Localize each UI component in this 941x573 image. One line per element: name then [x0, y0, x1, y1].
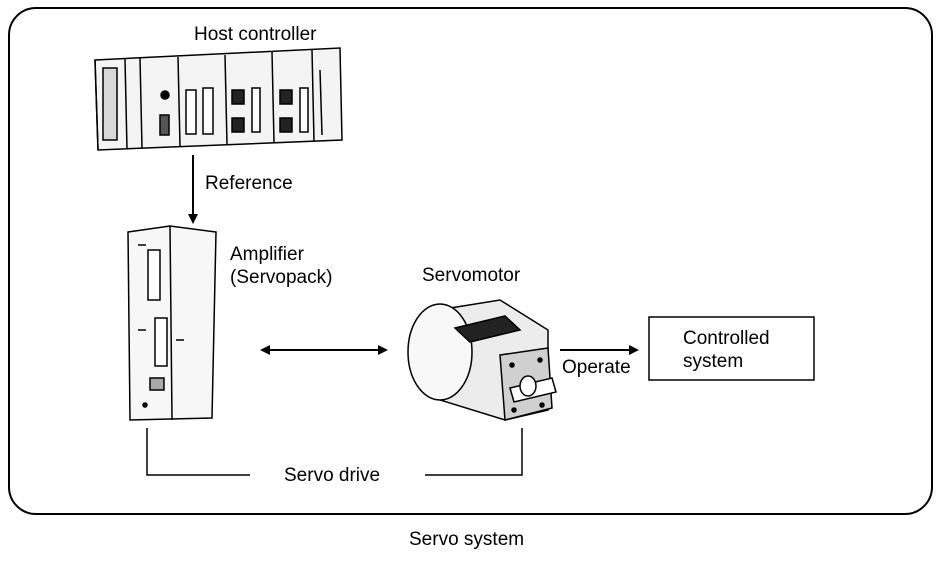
- diagram-frame: [8, 7, 933, 515]
- controlled-label: Controlled: [683, 328, 770, 349]
- operate-label: Operate: [562, 357, 631, 378]
- controlled-system-box: [648, 316, 815, 381]
- reference-label: Reference: [205, 173, 293, 194]
- amplifier-label: Amplifier: [230, 244, 304, 265]
- servo-drive-label: Servo drive: [284, 465, 381, 486]
- servomotor-label: Servomotor: [422, 265, 521, 286]
- servopack-label: (Servopack): [230, 267, 333, 288]
- servo-drive-bracket: [146, 428, 523, 476]
- system-label: system: [683, 351, 744, 372]
- diagram-caption: Servo system: [409, 529, 525, 550]
- host-controller-label: Host controller: [194, 24, 317, 45]
- servomotor-icon: [407, 299, 557, 421]
- host-controller-icon: [94, 47, 343, 151]
- servopack-icon: [127, 225, 217, 421]
